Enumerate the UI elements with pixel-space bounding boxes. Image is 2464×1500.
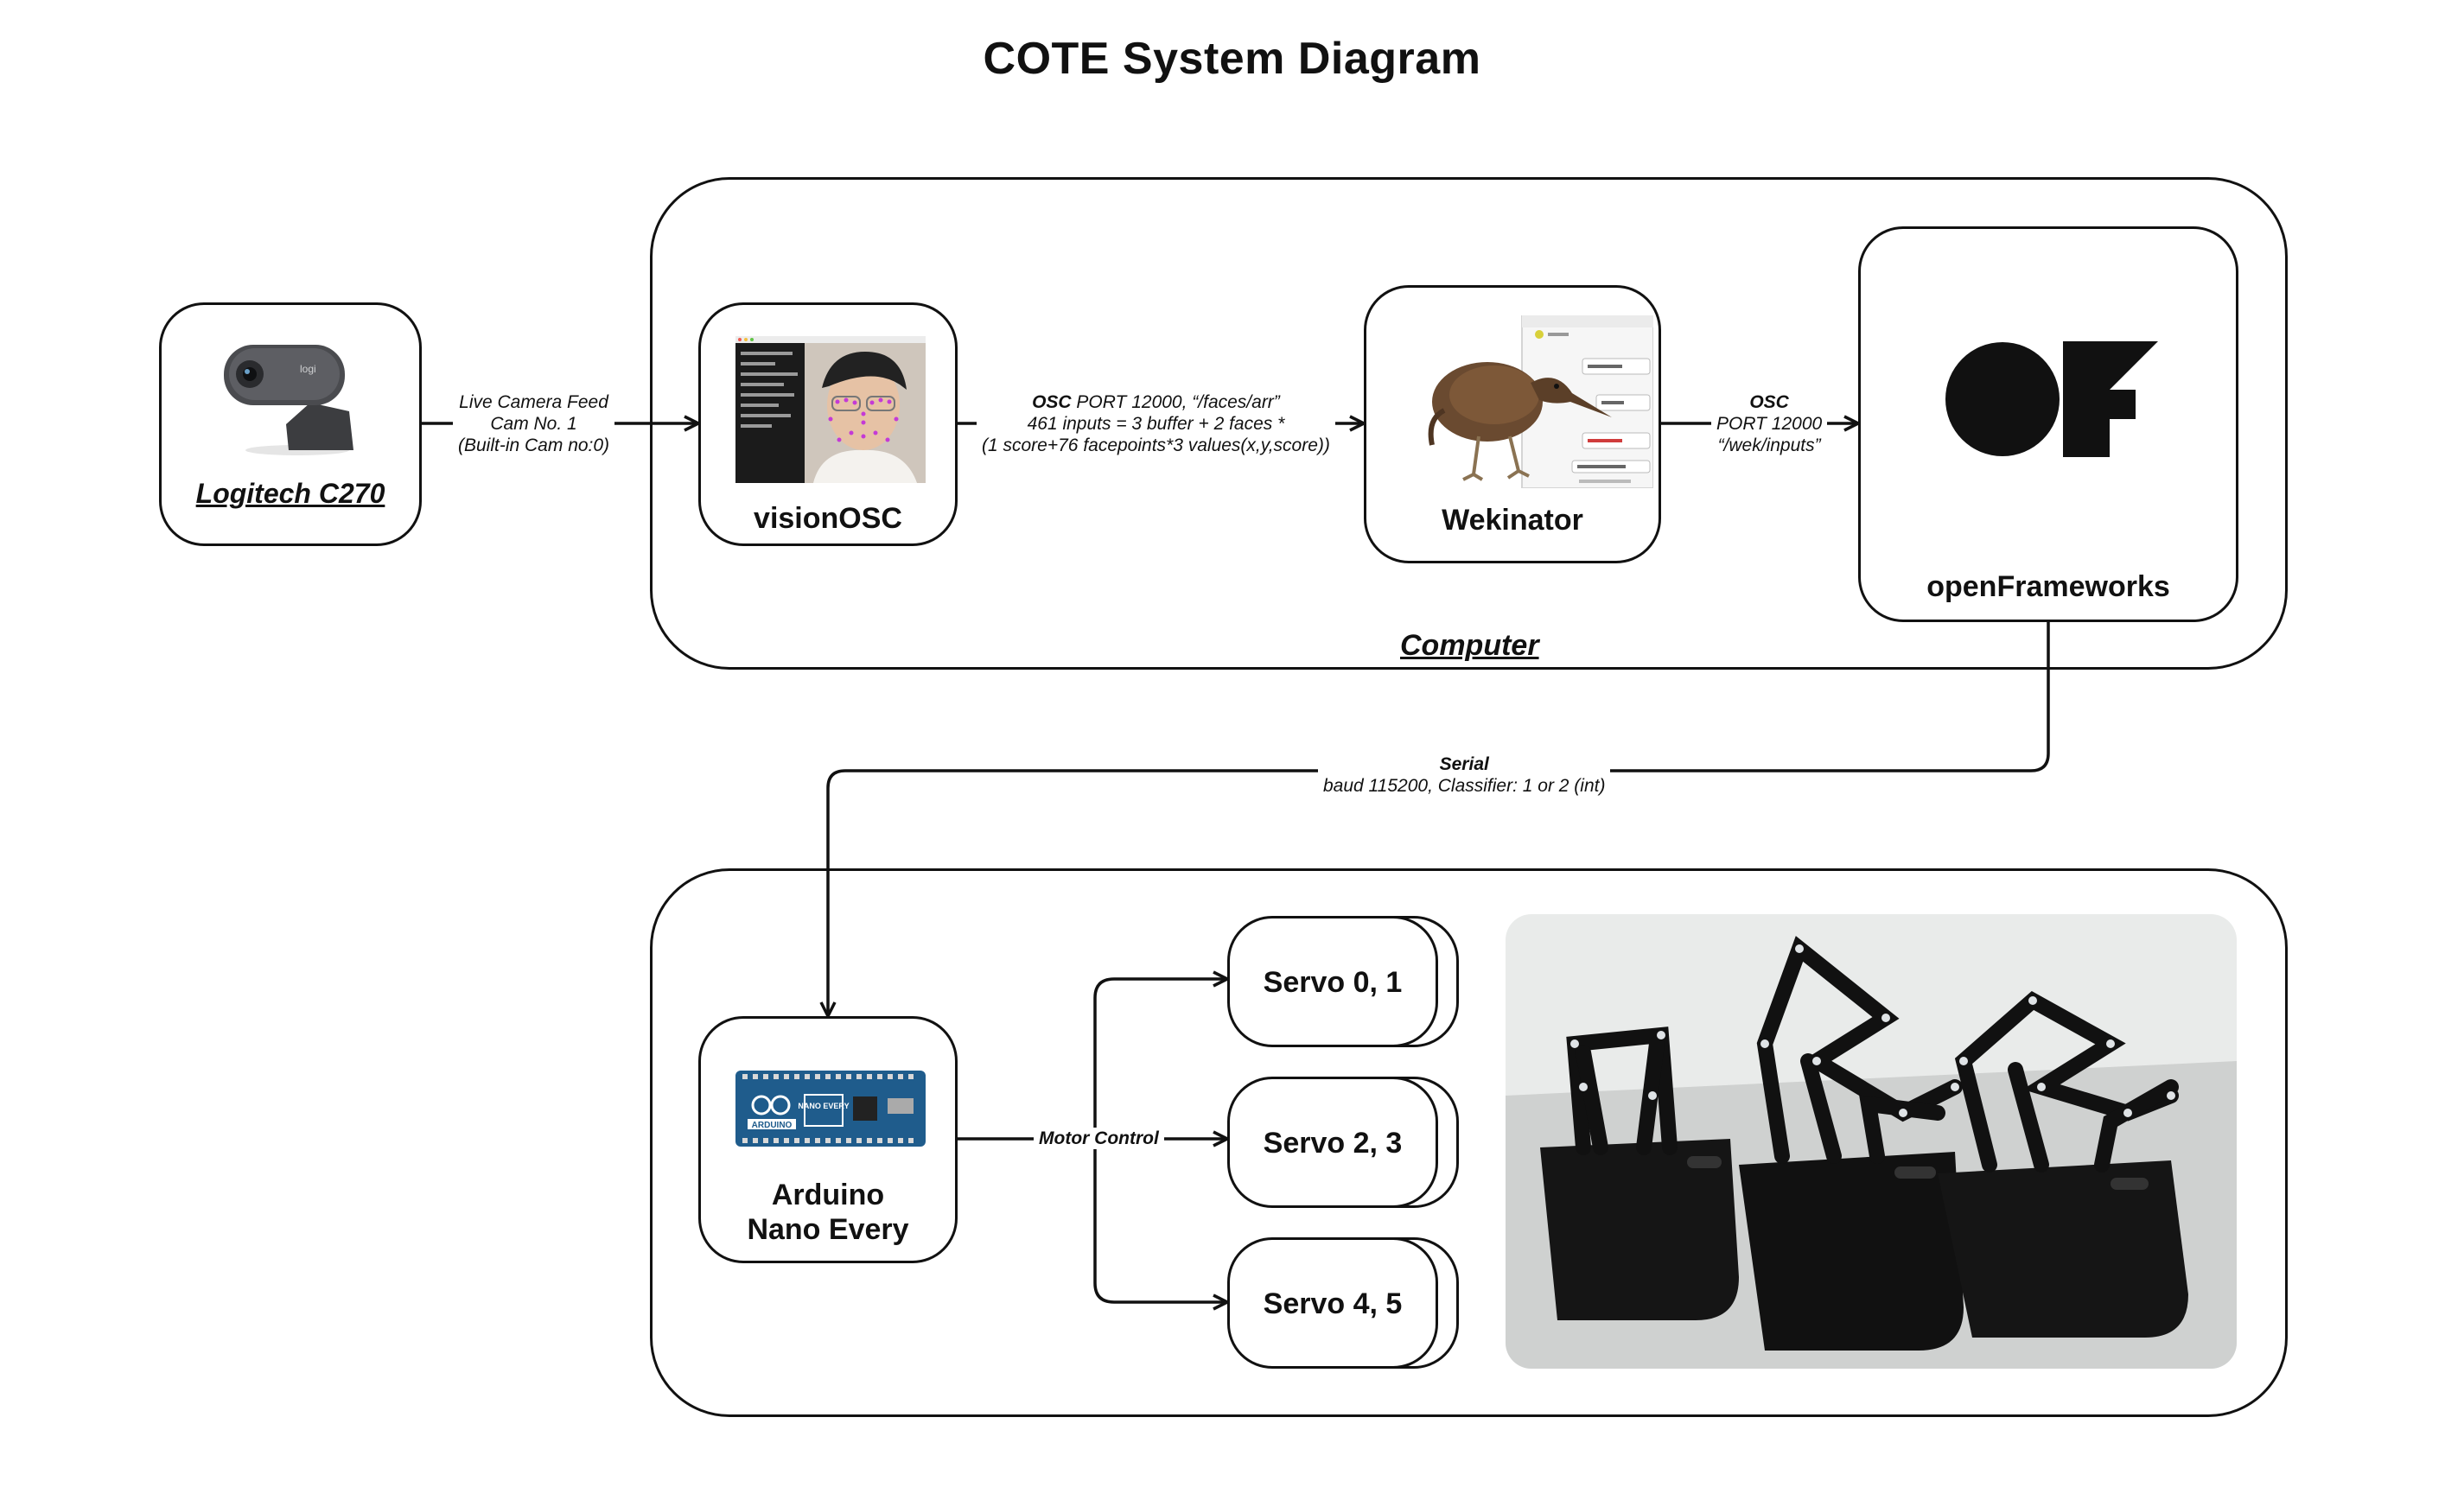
edge-motor-servo01 (1093, 979, 1227, 1139)
wekinator-label: Wekinator (1442, 504, 1583, 537)
openframeworks-node: openFrameworks (1858, 226, 2238, 622)
camera-feed-line1: Live Camera Feed (459, 392, 608, 412)
arduino-board-image: ARDUINO NANO EVERY (735, 1071, 926, 1147)
face-tracking-screenshot (735, 336, 926, 483)
camera-feed-line2: Cam No. 1 (490, 414, 577, 434)
serial-bold: Serial (1439, 754, 1489, 774)
wek-port-line: PORT 12000 (1716, 414, 1823, 434)
arduino-brand-text: ARDUINO (752, 1121, 793, 1130)
osc-port-line: PORT 12000, “/faces/arr” (1071, 392, 1280, 412)
serial-baud-line: baud 115200, Classifier: 1 or 2 (int) (1323, 776, 1606, 796)
openframeworks-logo (1945, 341, 2158, 457)
arduino-node: ARDUINO NANO EVERY Arduino Nano Every (698, 1016, 958, 1263)
camera-node: logi Logitech C270 (159, 302, 422, 546)
openframeworks-label: openFrameworks (1926, 570, 2170, 603)
camera-feed-line3: (Built-in Cam no:0) (458, 435, 610, 455)
edge-motor-servo45 (1093, 1139, 1227, 1302)
wekinator-node: Wekinator (1364, 285, 1661, 563)
camera-label: Logitech C270 (195, 478, 385, 509)
computer-label: Computer (1391, 629, 1548, 663)
osc-values-line: (1 score+76 facepoints*3 values(x,y,scor… (982, 435, 1330, 455)
label-camera-to-vision: Live Camera Feed Cam No. 1 (Built-in Cam… (453, 391, 615, 456)
osc-inputs-line: 461 inputs = 3 buffer + 2 faces * (1027, 414, 1285, 434)
servo01-label: Servo 0, 1 (1263, 966, 1403, 999)
weka-bird-with-window (1428, 315, 1653, 488)
motor-control-text: Motor Control (1039, 1128, 1159, 1148)
arduino-label-line1: Arduino (771, 1179, 885, 1211)
servo45-label: Servo 4, 5 (1263, 1287, 1403, 1320)
label-wekinator-to-of: OSC PORT 12000 “/wek/inputs” (1711, 391, 1828, 456)
arduino-board-text: NANO EVERY (798, 1102, 849, 1110)
arduino-label-line2: Nano Every (747, 1213, 909, 1246)
osc-bold-vision: OSC (1032, 392, 1072, 412)
kinetic-sculptures-photo (1506, 914, 2237, 1369)
diagram-title: COTE System Diagram (983, 34, 1481, 84)
servo45-node: Servo 4, 5 (1227, 1237, 1438, 1369)
computer-container (650, 177, 2288, 670)
webcam-image: logi (224, 345, 353, 455)
servo23-node: Servo 2, 3 (1227, 1077, 1438, 1208)
svg-text:logi: logi (300, 363, 316, 375)
visionosc-label: visionOSC (754, 502, 902, 535)
visionosc-node: visionOSC (698, 302, 958, 546)
label-motor-control: Motor Control (1034, 1128, 1164, 1149)
wek-address-line: “/wek/inputs” (1717, 435, 1821, 455)
label-of-to-arduino: Serial baud 115200, Classifier: 1 or 2 (… (1318, 753, 1611, 797)
servo01-node: Servo 0, 1 (1227, 916, 1438, 1047)
hardware-container (650, 868, 2288, 1417)
label-vision-to-wekinator: OSC PORT 12000, “/faces/arr” 461 inputs … (977, 391, 1335, 456)
servo23-label: Servo 2, 3 (1263, 1127, 1403, 1160)
osc-bold-wek: OSC (1749, 392, 1789, 412)
